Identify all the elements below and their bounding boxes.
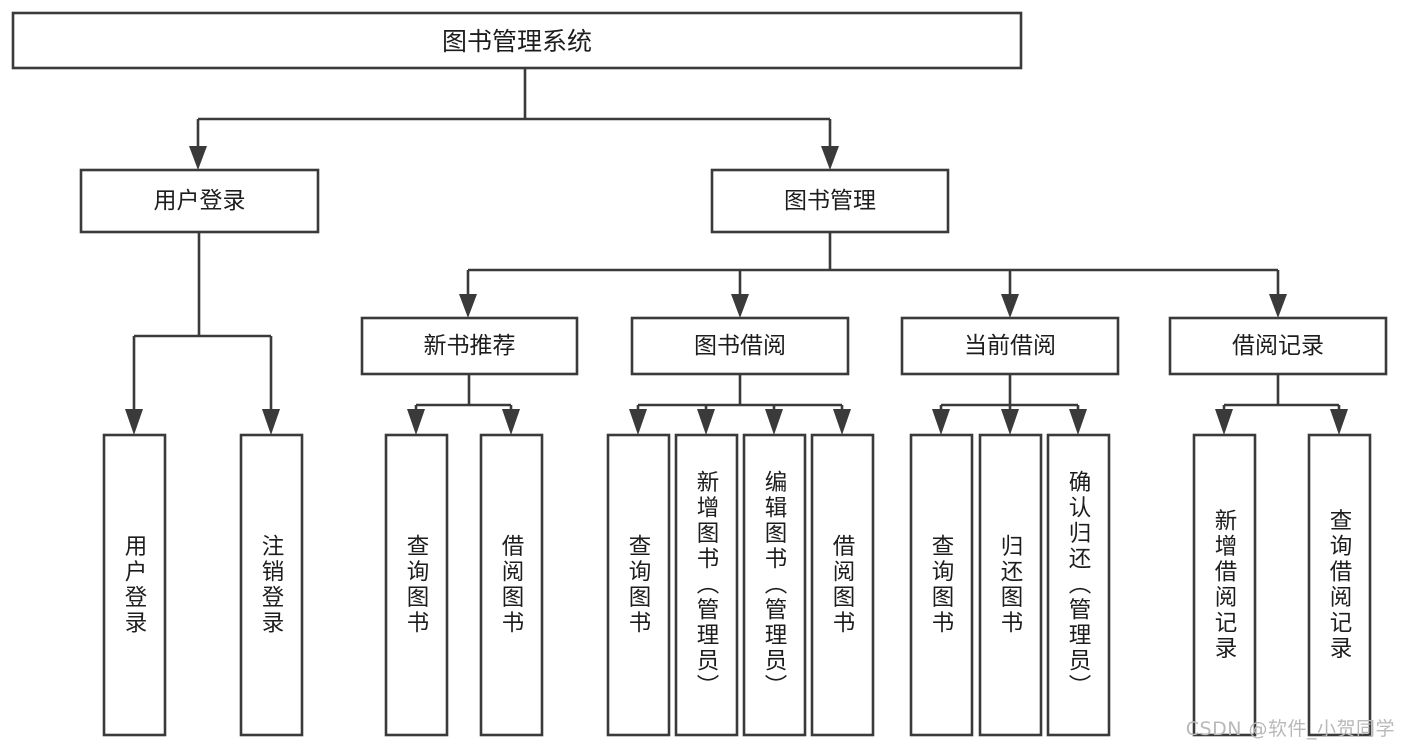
arrow-leaf-borrow-book-1	[502, 409, 520, 435]
leaf-add-book-box[interactable]	[674, 433, 739, 737]
borrow-record-box[interactable]	[1168, 316, 1388, 376]
leaf-query-book-2[interactable]: 查询图书	[606, 433, 671, 737]
leaf-query-record-box[interactable]	[1307, 433, 1372, 737]
arrow-leaf-borrow-book-2	[833, 409, 851, 435]
leaf-add-book-label: 新增图书（管理员）	[693, 470, 719, 700]
leaf-return-book[interactable]: 归还图书	[978, 433, 1043, 737]
new-book-recommend-label: 新书推荐	[424, 333, 516, 359]
leaf-query-book-2-box[interactable]	[606, 433, 671, 737]
node-current-borrow[interactable]: 当前借阅	[900, 316, 1120, 376]
book-manage-box[interactable]	[710, 168, 950, 234]
arrow-book-borrow	[731, 294, 749, 318]
leaf-return-book-box[interactable]	[978, 433, 1043, 737]
arrow-new-book	[459, 294, 477, 318]
arrow-book-manage	[821, 146, 839, 170]
arrow-leaf-add-record	[1215, 409, 1233, 435]
leaf-user-login-label: 用户登录	[121, 534, 147, 636]
node-new-book-recommend[interactable]: 新书推荐	[360, 316, 579, 376]
arrow-leaf-query-book-3	[932, 409, 950, 435]
leaf-query-record-label: 查询借阅记录	[1326, 508, 1352, 661]
arrow-current-borrow	[1001, 294, 1019, 318]
arrow-leaf-user-login	[125, 409, 143, 435]
leaf-user-login-box[interactable]	[102, 433, 167, 737]
node-book-borrow[interactable]: 图书借阅	[630, 316, 850, 376]
leaf-borrow-book-2-box[interactable]	[810, 433, 875, 737]
book-borrow-label: 图书借阅	[694, 333, 786, 359]
leaf-add-record[interactable]: 新增借阅记录	[1192, 433, 1257, 737]
leaf-query-book-3-label: 查询图书	[928, 534, 954, 636]
leaf-query-book-3[interactable]: 查询图书	[909, 433, 974, 737]
leaf-query-record[interactable]: 查询借阅记录	[1307, 433, 1372, 737]
arrow-leaf-edit-book	[765, 409, 783, 435]
root-box[interactable]	[11, 11, 1023, 70]
root-label: 图书管理系统	[442, 27, 592, 56]
leaf-confirm-return-label: 确认归还（管理员）	[1065, 470, 1091, 700]
leaf-query-book-3-box[interactable]	[909, 433, 974, 737]
node-user-login[interactable]: 用户登录	[79, 168, 320, 234]
user-login-label: 用户登录	[154, 188, 246, 214]
arrow-leaf-confirm-return	[1069, 409, 1087, 435]
arrow-borrow-record	[1269, 294, 1287, 318]
leaf-add-book[interactable]: 新增图书（管理员）	[674, 433, 739, 737]
arrow-leaf-query-record	[1330, 409, 1348, 435]
new-book-recommend-box[interactable]	[360, 316, 579, 376]
leaf-logout-label: 注销登录	[258, 534, 284, 636]
current-borrow-box[interactable]	[900, 316, 1120, 376]
leaf-edit-book-box[interactable]	[742, 433, 807, 737]
csdn-watermark: CSDN @软件_小贺同学	[1185, 718, 1395, 740]
leaf-query-book-1-box[interactable]	[384, 433, 449, 737]
connector-layer	[125, 68, 1348, 435]
leaf-edit-book-label: 编辑图书（管理员）	[761, 470, 787, 700]
leaf-add-record-label: 新增借阅记录	[1211, 508, 1237, 661]
leaf-logout-box[interactable]	[239, 433, 304, 737]
arrow-leaf-logout	[262, 409, 280, 435]
leaf-confirm-return-box[interactable]	[1046, 433, 1111, 737]
leaf-query-book-2-label: 查询图书	[625, 534, 651, 636]
leaf-logout[interactable]: 注销登录	[239, 433, 304, 737]
leaf-borrow-book-1-label: 借阅图书	[498, 534, 524, 636]
leaf-borrow-book-2-label: 借阅图书	[829, 534, 855, 636]
leaf-add-record-box[interactable]	[1192, 433, 1257, 737]
book-borrow-box[interactable]	[630, 316, 850, 376]
leaf-query-book-1[interactable]: 查询图书	[384, 433, 449, 737]
node-book-manage[interactable]: 图书管理	[710, 168, 950, 234]
current-borrow-label: 当前借阅	[964, 333, 1056, 359]
arrow-leaf-query-book-1	[407, 409, 425, 435]
arrow-leaf-add-book	[697, 409, 715, 435]
leaf-borrow-book-1[interactable]: 借阅图书	[479, 433, 544, 737]
leaf-edit-book[interactable]: 编辑图书（管理员）	[742, 433, 807, 737]
leaf-return-book-label: 归还图书	[997, 534, 1023, 636]
node-root[interactable]: 图书管理系统	[11, 11, 1023, 70]
book-manage-label: 图书管理	[784, 188, 876, 214]
leaf-user-login[interactable]: 用户登录	[102, 433, 167, 737]
arrow-leaf-return-book	[1001, 409, 1019, 435]
node-borrow-record[interactable]: 借阅记录	[1168, 316, 1388, 376]
leaf-borrow-book-1-box[interactable]	[479, 433, 544, 737]
borrow-record-label: 借阅记录	[1232, 333, 1324, 359]
leaf-confirm-return[interactable]: 确认归还（管理员）	[1046, 433, 1111, 737]
arrow-user-login	[189, 146, 207, 170]
arrow-leaf-query-book-2	[629, 409, 647, 435]
user-login-box[interactable]	[79, 168, 320, 234]
leaf-borrow-book-2[interactable]: 借阅图书	[810, 433, 875, 737]
leaf-query-book-1-label: 查询图书	[403, 534, 429, 636]
